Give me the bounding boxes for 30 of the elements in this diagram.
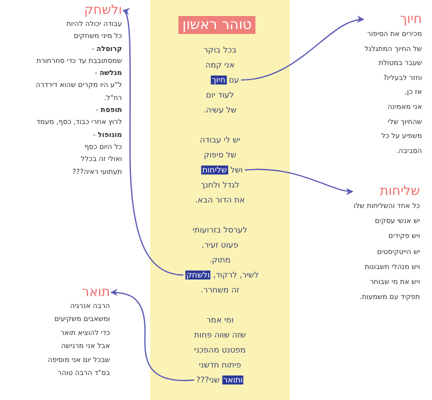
poem-line: מתוק. xyxy=(209,256,231,264)
poem-line: ושל xyxy=(230,166,243,174)
poem-line: שני??? xyxy=(196,376,220,384)
heading: תואר xyxy=(80,285,110,300)
arrow xyxy=(110,288,194,382)
poem-line: ומי אמר xyxy=(206,316,234,324)
poem-line: לשיר, לרקוד, xyxy=(213,270,259,280)
poem-line: את הדור הבא. xyxy=(195,196,245,204)
highlighted-word: חיוך xyxy=(210,76,226,84)
poem-line: שזה שווה פחות xyxy=(194,330,246,340)
poem-line: עם xyxy=(228,76,240,84)
poem-line: לערסל בזרועותי xyxy=(192,226,248,234)
highlighted-word: ולשחק xyxy=(185,270,211,280)
arrow xyxy=(241,16,364,81)
arrow xyxy=(122,10,184,276)
poem-line: אני קמה xyxy=(205,60,235,70)
poem-line: מפטנט מהפכני xyxy=(194,346,246,354)
highlighted-word: שליחות xyxy=(201,166,228,174)
poem-line: יש לי עבודה xyxy=(200,136,240,144)
poem-line: פיתוח חדשני xyxy=(198,360,242,370)
poem-line: פעוט זעיר, xyxy=(202,240,238,250)
arrow xyxy=(244,168,354,195)
poem-line: בכל בוקר xyxy=(204,46,236,54)
poem-line: זה משחרר. xyxy=(200,286,240,294)
heading: שליחות xyxy=(378,184,420,199)
title-box: טוהר ראשון xyxy=(178,16,256,34)
highlighted-word: ותואר xyxy=(222,376,244,384)
poem-line: של עשיה. xyxy=(204,106,236,114)
heading: חיוך xyxy=(399,12,422,27)
heading: ולשחק xyxy=(83,3,122,18)
